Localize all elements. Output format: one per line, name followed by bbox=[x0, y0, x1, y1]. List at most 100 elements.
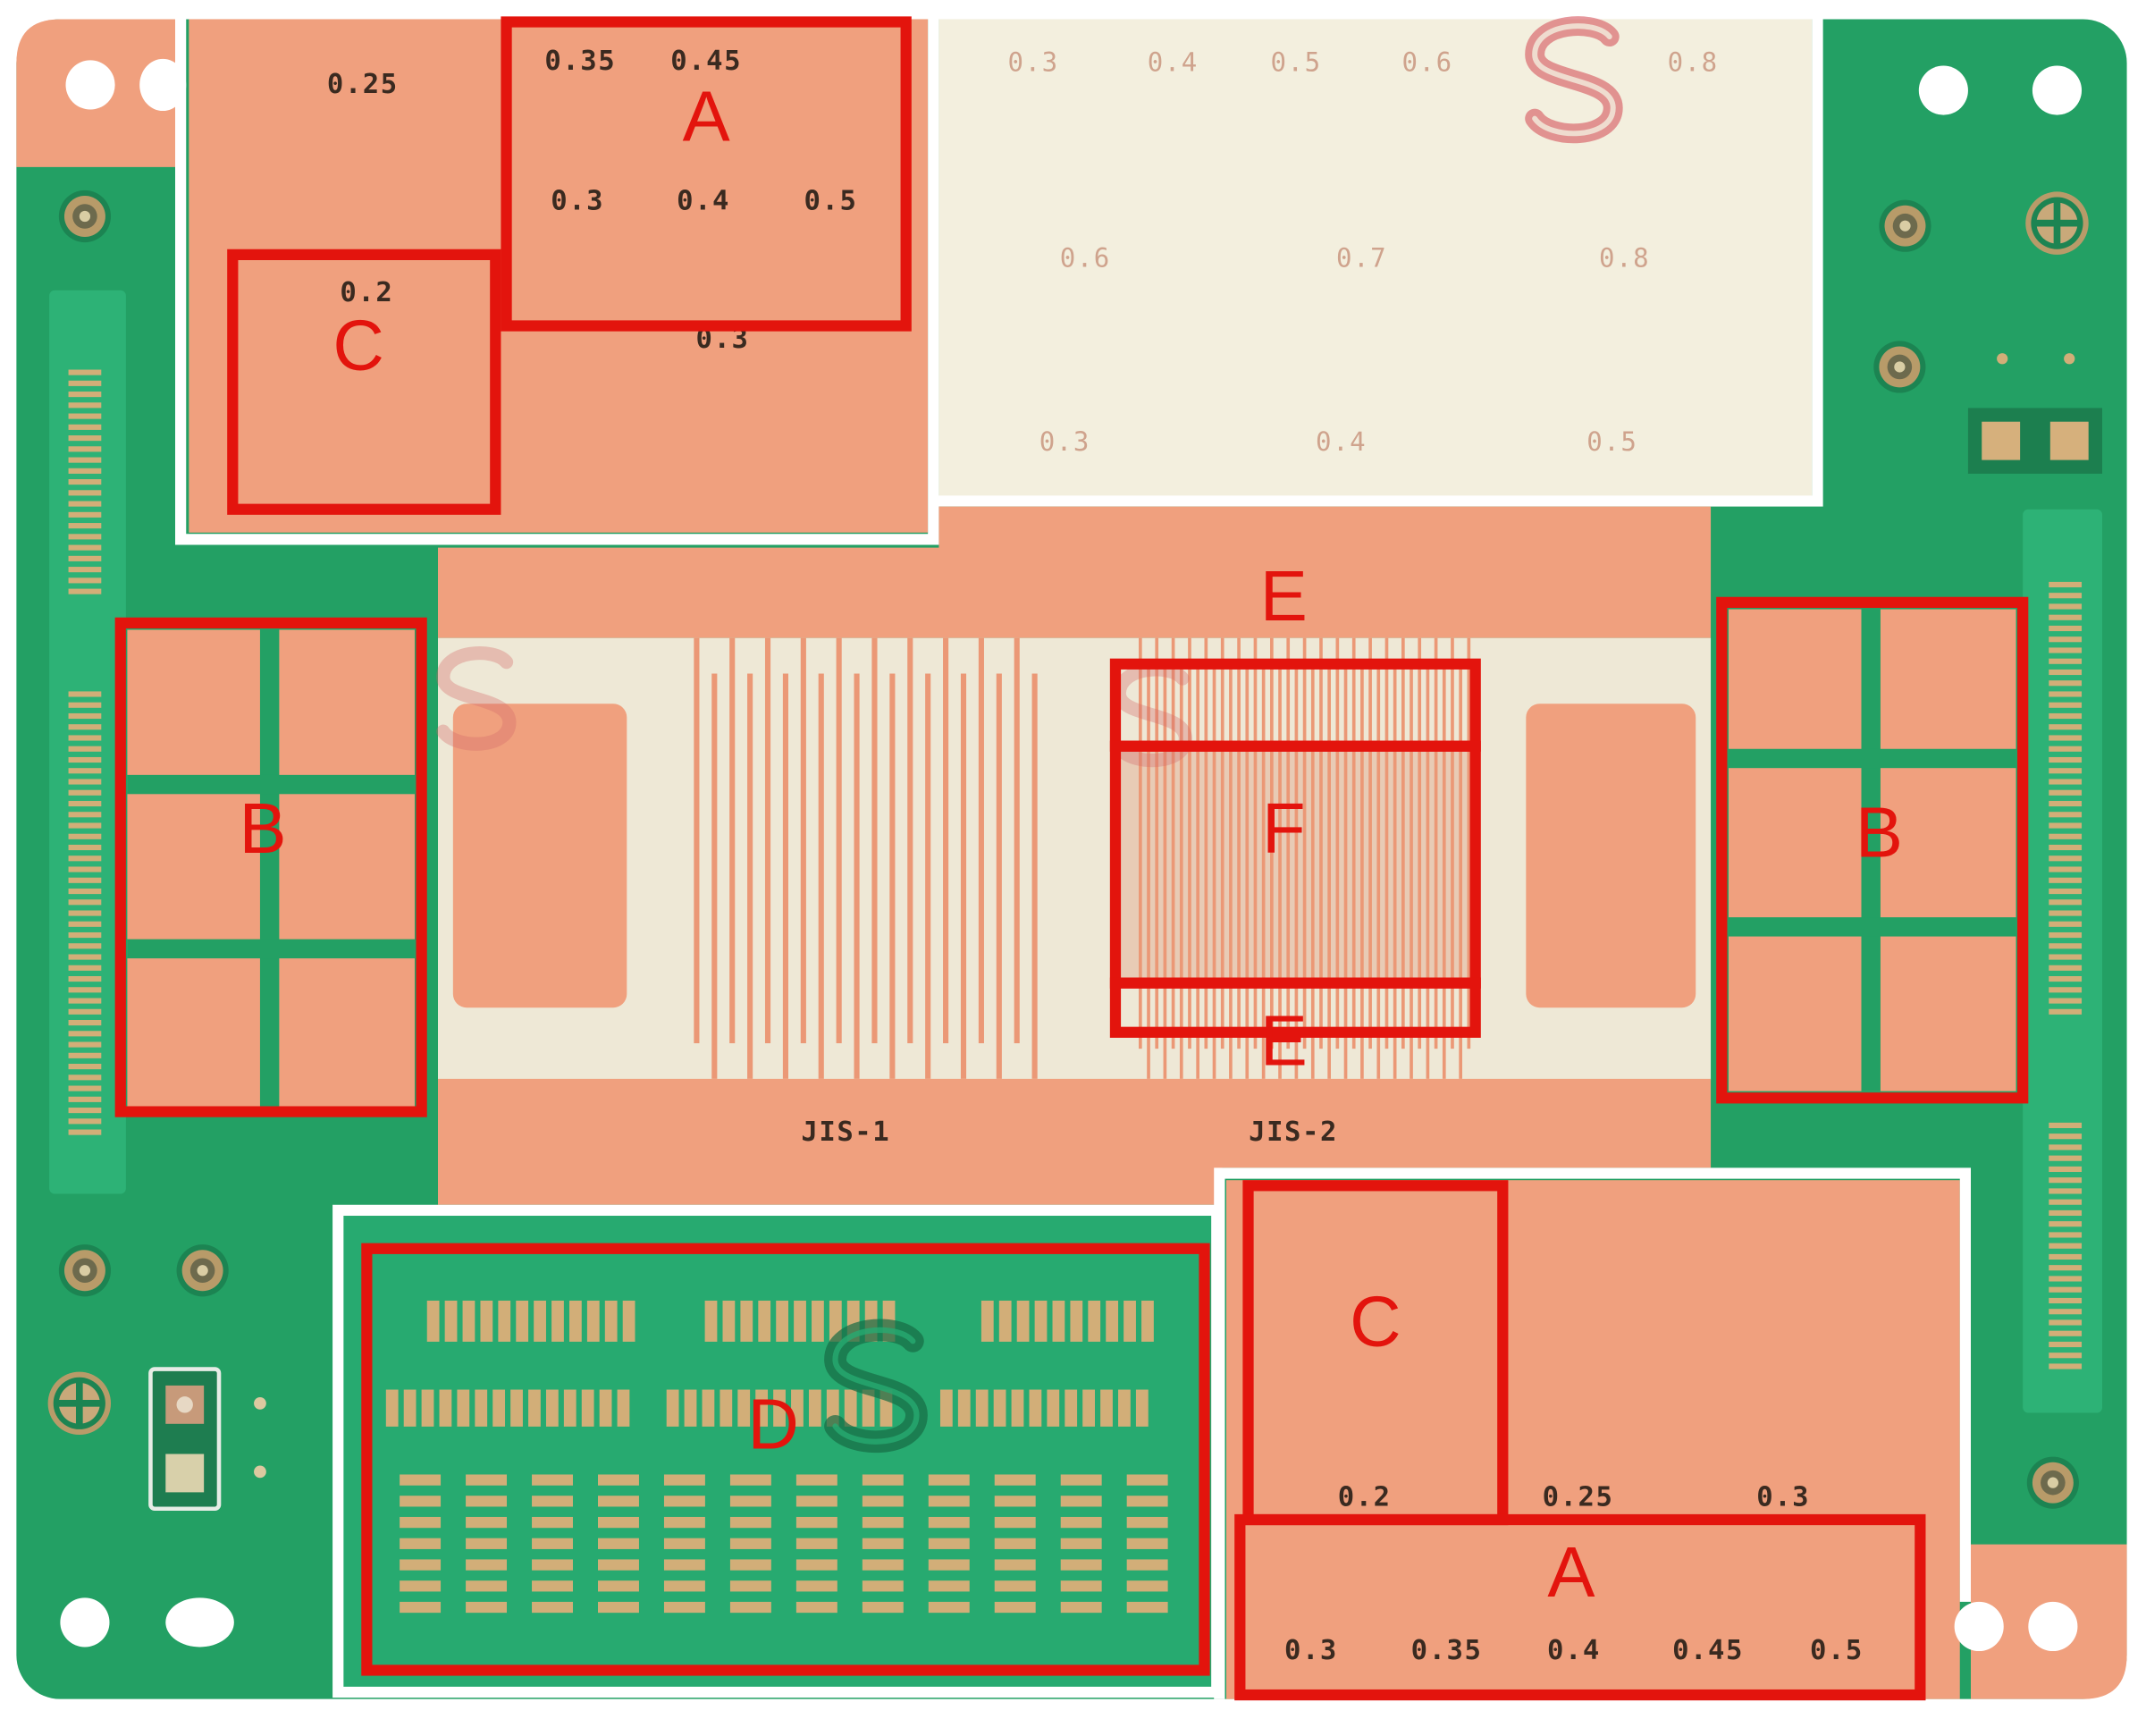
fine-comb-trace bbox=[1196, 668, 1199, 1079]
gold-finger-pad bbox=[2049, 910, 2083, 916]
gold-finger-pad bbox=[68, 1096, 102, 1102]
smd-pad bbox=[466, 1474, 508, 1486]
fine-comb-trace bbox=[1335, 637, 1340, 1049]
fine-comb-trace bbox=[1401, 637, 1405, 1049]
smd-pad bbox=[598, 1601, 639, 1614]
annotation-label-e-upper: E bbox=[1260, 556, 1308, 636]
smd-pad bbox=[795, 1601, 837, 1614]
smd-pad bbox=[795, 1580, 837, 1592]
smd-pad bbox=[1126, 1538, 1168, 1549]
smd-pad bbox=[1060, 1559, 1102, 1571]
smd-pad bbox=[994, 1496, 1036, 1507]
gold-finger-pad bbox=[2049, 789, 2083, 796]
value-label: 0.4 bbox=[1547, 1635, 1601, 1666]
smd-pad bbox=[569, 1300, 582, 1342]
smd-pad bbox=[528, 1389, 541, 1427]
top-right-block-outline bbox=[933, 19, 1823, 507]
smd-pad bbox=[862, 1516, 904, 1529]
value-label: 0.25 bbox=[327, 69, 399, 100]
gold-finger-pad bbox=[68, 691, 102, 697]
smd-pad bbox=[545, 1389, 559, 1427]
smd-pad bbox=[1141, 1300, 1154, 1342]
smd-pad bbox=[532, 1559, 573, 1571]
annotation-box-e-lower bbox=[1109, 977, 1481, 1038]
gold-finger-pad bbox=[2049, 1265, 2083, 1271]
smd-pad bbox=[400, 1580, 442, 1592]
smd-pad bbox=[457, 1389, 470, 1427]
fine-comb-trace bbox=[1286, 637, 1291, 1049]
fine-comb-trace bbox=[1327, 668, 1331, 1079]
gold-finger-pad bbox=[2049, 921, 2083, 927]
smd-pad bbox=[722, 1300, 736, 1342]
fine-comb-trace bbox=[1179, 668, 1183, 1079]
smd-pad bbox=[795, 1496, 837, 1507]
mounting-hole bbox=[60, 1597, 110, 1648]
smd-pad bbox=[729, 1538, 771, 1549]
fine-comb-trace bbox=[1418, 637, 1422, 1049]
bottom-left-component-footprint bbox=[148, 1367, 222, 1512]
smd-pad bbox=[773, 1389, 786, 1427]
comb-trace bbox=[871, 637, 878, 1044]
smd-pad bbox=[516, 1300, 529, 1342]
smd-pad bbox=[1029, 1389, 1042, 1427]
mounting-hole bbox=[1954, 1601, 2004, 1652]
smd-pad bbox=[532, 1496, 573, 1507]
gold-finger-pad bbox=[68, 1020, 102, 1026]
gold-finger-pad bbox=[2049, 581, 2083, 588]
gold-finger-pad bbox=[2049, 1122, 2083, 1128]
fine-comb-trace bbox=[1351, 637, 1356, 1049]
gold-finger-pad bbox=[2049, 1353, 2083, 1359]
mounting-hole bbox=[165, 1597, 234, 1648]
plated-through-hole bbox=[58, 1244, 112, 1297]
smd-pad bbox=[622, 1300, 635, 1342]
smd-pad bbox=[400, 1474, 442, 1486]
smd-pad bbox=[466, 1601, 508, 1614]
comb-trace bbox=[978, 637, 984, 1044]
gold-finger-pad bbox=[2049, 1209, 2083, 1217]
annotation-label-d: D bbox=[747, 1384, 799, 1463]
smd-pad bbox=[598, 1516, 639, 1529]
smd-pad bbox=[466, 1538, 508, 1549]
comb-trace bbox=[925, 673, 931, 1079]
smd-pad bbox=[663, 1474, 705, 1486]
smd-pad bbox=[1016, 1300, 1030, 1342]
gold-finger-pad bbox=[2049, 1166, 2083, 1173]
annotation-label-c-bottom: C bbox=[1350, 1282, 1401, 1361]
gold-finger-pad bbox=[68, 789, 102, 796]
fine-comb-trace bbox=[1220, 637, 1224, 1049]
smd-pad bbox=[598, 1474, 639, 1486]
value-label: 0.35 bbox=[544, 46, 616, 77]
comb-trace bbox=[1031, 673, 1038, 1079]
smd-pad bbox=[400, 1601, 442, 1614]
gold-finger-pad bbox=[2049, 614, 2083, 620]
left-edge-gold-fingers bbox=[68, 369, 102, 1135]
smd-pad bbox=[1126, 1580, 1168, 1592]
gold-finger-pad bbox=[68, 380, 102, 386]
smd-pad bbox=[998, 1300, 1012, 1342]
fine-comb-trace bbox=[1467, 637, 1471, 1049]
comb-trace bbox=[800, 637, 806, 1044]
faint-value-label: 0.4 bbox=[1316, 426, 1367, 457]
gold-finger-pad bbox=[68, 1008, 102, 1015]
smd-pad bbox=[928, 1559, 970, 1571]
smd-pad bbox=[794, 1300, 806, 1342]
gold-finger-pad bbox=[68, 446, 102, 452]
gold-finger-pad bbox=[68, 468, 102, 474]
comb-trace bbox=[996, 673, 1002, 1079]
mounting-hole bbox=[139, 58, 187, 112]
smd-pad bbox=[684, 1389, 697, 1427]
smd-pad bbox=[551, 1300, 564, 1342]
center-bottom-copper-band bbox=[438, 1078, 1712, 1205]
gold-finger-pad bbox=[2049, 669, 2083, 676]
gold-finger-pad bbox=[68, 1074, 102, 1081]
center-top-copper-band bbox=[438, 506, 1712, 638]
gold-finger-pad bbox=[68, 954, 102, 960]
smd-pad bbox=[1011, 1389, 1024, 1427]
smd-pad bbox=[462, 1300, 475, 1342]
smd-pad bbox=[994, 1538, 1036, 1549]
fine-comb-trace bbox=[1393, 668, 1397, 1079]
smd-pad bbox=[1126, 1474, 1168, 1486]
gold-finger-pad bbox=[2049, 779, 2083, 785]
smd-pad bbox=[729, 1474, 771, 1486]
